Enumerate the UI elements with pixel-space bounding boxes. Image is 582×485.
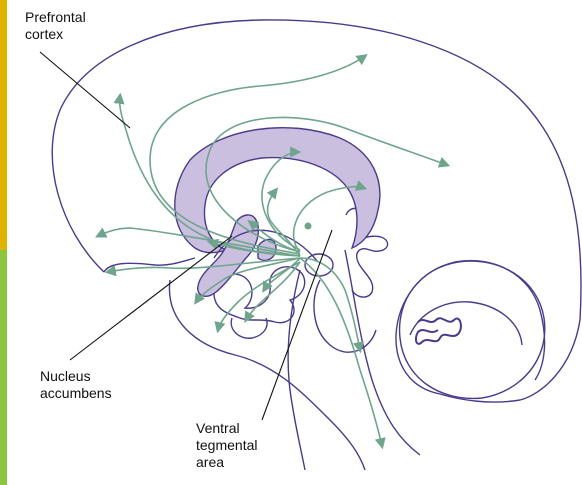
ventral-tegmental-area-dot [305, 223, 312, 230]
dopamine-pathways [98, 56, 447, 446]
cerebellum-inner [410, 302, 522, 345]
hypothalamus-outline [231, 318, 267, 338]
pathway-to-spinal [300, 258, 382, 446]
nucleus-accumbens-leader-line [70, 236, 232, 360]
prefrontal-cortex-label: Prefrontal cortex [25, 9, 86, 43]
prefrontal-leader-line [40, 52, 130, 128]
brainstem-back [345, 250, 420, 455]
cerebellum-folia [416, 318, 461, 344]
ventral-tegmental-area-label: Ventral tegmental area [196, 420, 257, 471]
nucleus-accumbens-label: Nucleus accumbens [40, 368, 112, 402]
